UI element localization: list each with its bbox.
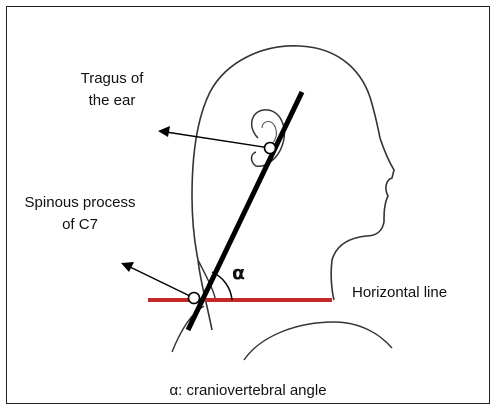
c7-marker [189, 293, 200, 304]
axis-line [188, 92, 302, 330]
c7-arrow [128, 266, 194, 298]
tragus-label-line2: the ear [52, 90, 172, 112]
c7-arrowhead [121, 262, 134, 272]
tragus-arrowhead [158, 126, 170, 137]
tragus-label-line1: Tragus of [52, 68, 172, 90]
chest-outline [244, 322, 392, 360]
tragus-marker [265, 143, 276, 154]
alpha-symbol: α [232, 262, 245, 284]
c7-label-line2: of C7 [10, 214, 150, 236]
horizontal-line-label: Horizontal line [352, 282, 447, 304]
caption: α: craniovertebral angle [140, 380, 356, 402]
tragus-label: Tragus of the ear [52, 68, 172, 112]
c7-label-line1: Spinous process [10, 192, 150, 214]
c7-label: Spinous process of C7 [10, 192, 150, 236]
